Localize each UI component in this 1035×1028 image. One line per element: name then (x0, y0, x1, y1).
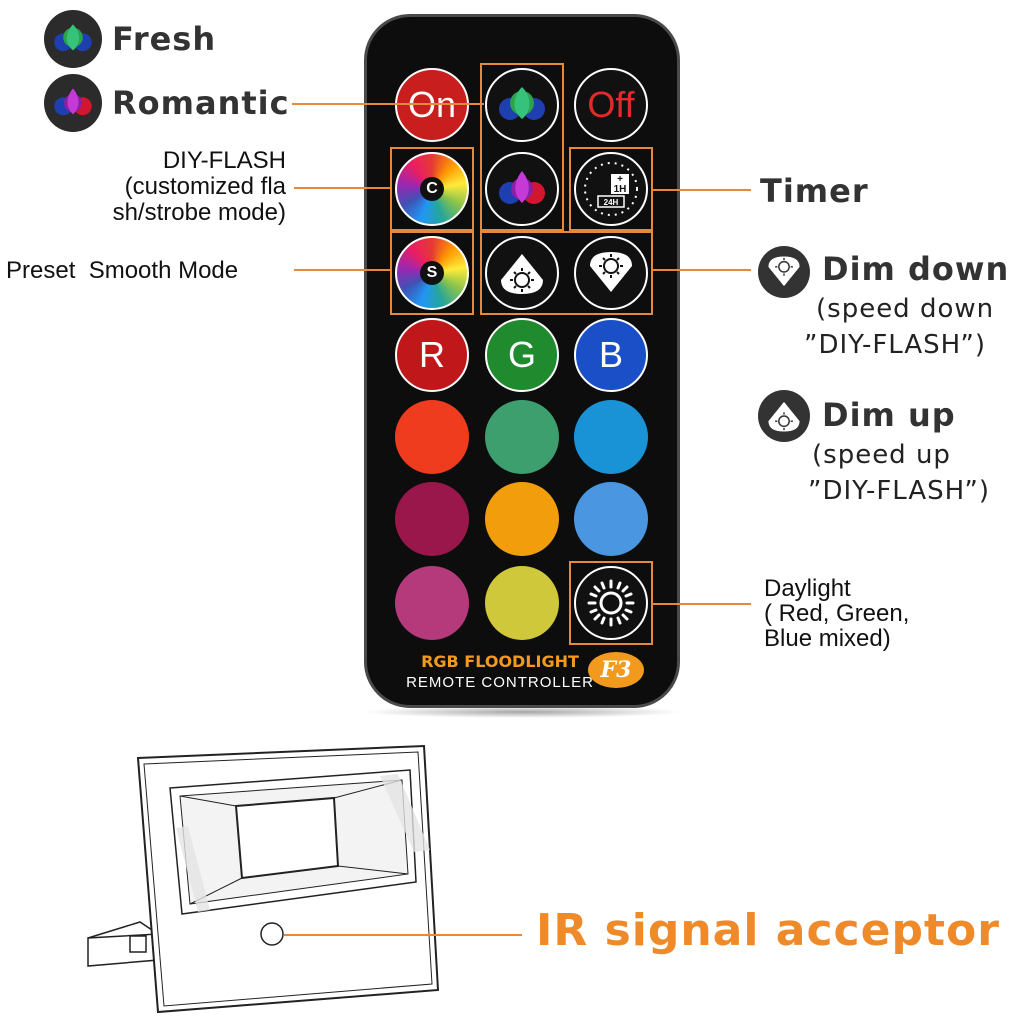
diy-flash-line2: (customized fla (124, 173, 286, 200)
color-button-sky-blue[interactable] (574, 400, 648, 474)
highlight-smooth (390, 231, 474, 315)
dim-connector (651, 269, 751, 271)
color-button-maroon[interactable] (395, 482, 469, 556)
dim-up-label-icon (758, 390, 810, 442)
fresh-button[interactable] (485, 68, 559, 142)
b-label: B (598, 334, 623, 375)
smooth-button[interactable]: S (395, 236, 469, 310)
dim-down-sub2: ”DIY-FLASH”) (804, 330, 987, 360)
romantic-icon (54, 88, 92, 116)
dim-down-sub1: (speed down (816, 294, 995, 324)
dim-up-sub2: ”DIY-FLASH”) (808, 476, 991, 506)
timer-24h: 24H (604, 198, 619, 207)
model-badge: F3 (588, 652, 644, 688)
romantic-label: Romantic (112, 84, 290, 122)
daylight-line2: ( Red, Green, (764, 600, 910, 627)
dim-up-icon (501, 254, 543, 294)
dim-down-icon (590, 252, 632, 292)
smooth-connector (294, 269, 392, 271)
timer-button[interactable]: + 1H 24H (574, 152, 648, 226)
color-button-yellow[interactable] (485, 566, 559, 640)
timer-1h: 1H (614, 184, 627, 195)
dim-up-button[interactable] (485, 236, 559, 310)
highlight-daylight (569, 561, 653, 645)
green-button[interactable]: G (485, 318, 559, 392)
dim-down-label-icon (758, 246, 810, 298)
diy-flash-button[interactable]: C (395, 152, 469, 226)
timer-connector (651, 189, 751, 191)
c-label: C (426, 180, 438, 197)
fresh-icon (54, 24, 92, 52)
remote-shadow (362, 706, 684, 718)
dim-down-icon (768, 256, 800, 287)
daylight-label: Daylight ( Red, Green, Blue mixed) (764, 576, 909, 651)
color-button-light-blue[interactable] (574, 482, 648, 556)
fresh-icon (499, 87, 545, 120)
model-label: F3 (600, 657, 632, 683)
fresh-label-icon (44, 10, 102, 68)
color-button-orange-red[interactable] (395, 400, 469, 474)
g-label: G (507, 334, 536, 375)
dim-up-icon (768, 401, 800, 432)
dim-up-sub1: (speed up (812, 440, 951, 470)
r-label: R (419, 334, 445, 375)
ir-acceptor-label: IR signal acceptor (536, 905, 1000, 956)
ir-connector (284, 934, 522, 936)
romantic-connector (292, 103, 484, 105)
off-label: Off (587, 84, 635, 125)
ir-sensor (260, 922, 284, 946)
brand-line1: RGB FLOODLIGHT (421, 652, 579, 671)
color-button-amber[interactable] (485, 482, 559, 556)
romantic-icon (499, 171, 545, 204)
timer-label: Timer (760, 172, 869, 210)
daylight-line1: Daylight (764, 575, 851, 602)
romantic-button[interactable] (485, 152, 559, 226)
on-button[interactable]: On (395, 68, 469, 142)
highlight-dim (480, 231, 653, 315)
diy-flash-title: DIY-FLASH (162, 147, 286, 174)
color-button-sea-green[interactable] (485, 400, 559, 474)
preset-smooth-label: Preset Smooth Mode (6, 257, 239, 284)
daylight-icon (587, 579, 635, 627)
highlight-timer (569, 147, 653, 231)
off-button[interactable]: Off (574, 68, 648, 142)
timer-icon: + 1H 24H (584, 162, 638, 216)
timer-plus: + (617, 174, 623, 185)
red-button[interactable]: R (395, 318, 469, 392)
floodlight-illustration (87, 744, 440, 1014)
daylight-line3: Blue mixed) (764, 625, 891, 652)
romantic-label-icon (44, 74, 102, 132)
color-button-pink[interactable] (395, 566, 469, 640)
remote-brand: RGB FLOODLIGHT REMOTE CONTROLLER (400, 652, 600, 691)
highlight-diy-flash (390, 147, 474, 231)
dim-down-button[interactable] (574, 236, 648, 310)
diy-flash-connector (294, 187, 392, 189)
daylight-button[interactable] (574, 566, 648, 640)
daylight-connector (651, 603, 751, 605)
blue-button[interactable]: B (574, 318, 648, 392)
highlight-fresh-romantic (480, 63, 564, 231)
brand-line2: REMOTE CONTROLLER (406, 674, 594, 691)
diy-flash-label: DIY-FLASH (customized fla sh/strobe mode… (86, 148, 286, 226)
s-label: S (426, 264, 438, 281)
dim-up-label: Dim up (822, 396, 956, 434)
fresh-label: Fresh (112, 20, 217, 58)
diy-flash-line3: sh/strobe mode) (112, 199, 286, 226)
on-label: On (407, 84, 457, 125)
dim-down-label: Dim down (822, 250, 1010, 288)
